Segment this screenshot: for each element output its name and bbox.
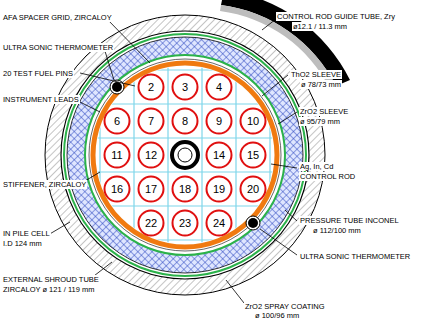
part-label: IN PILE CELL	[2, 229, 51, 238]
part-label: ø 78/73 mm	[300, 80, 342, 89]
pin-number: 10	[239, 107, 267, 135]
part-label: ULTRA SONIC THERMOMETER	[2, 43, 114, 52]
part-label: PRESSURE TUBE INCONEL	[299, 216, 400, 225]
part-label: ø12.1 / 11.3 mm	[292, 22, 348, 31]
pin-number: 7	[137, 107, 165, 135]
pin-number: 8	[171, 107, 199, 135]
pin-number: 2	[137, 73, 165, 101]
part-label: CONTROL ROD	[299, 172, 356, 181]
pin-number: 12	[137, 141, 165, 169]
pin-number: 3	[171, 73, 199, 101]
part-label: AFA SPACER GRID, ZIRCALOY	[2, 13, 113, 22]
fuel-pin: 19	[205, 175, 233, 203]
fuel-pin: 7	[137, 107, 165, 135]
part-label: ThO2 SLEEVE	[290, 70, 342, 79]
pin-number: 6	[103, 107, 131, 135]
part-label: ø 100/96 mm	[254, 311, 300, 320]
part-label: ULTRA SONIC THERMOMETER	[299, 252, 411, 261]
pin-number: 17	[137, 175, 165, 203]
fuel-pin: 23	[171, 209, 199, 237]
fuel-pin: 10	[239, 107, 267, 135]
part-label: STIFFENER, ZIRCALOY	[2, 180, 87, 189]
pin-number: 20	[239, 175, 267, 203]
fuel-pin: 9	[205, 107, 233, 135]
part-label: 20 TEST FUEL PINS	[2, 69, 74, 78]
pin-number: 9	[205, 107, 233, 135]
pin-number: 16	[103, 175, 131, 203]
part-label: INSTRUMENT LEADS	[2, 95, 80, 104]
pin-number: 15	[239, 141, 267, 169]
fuel-pin: 22	[137, 209, 165, 237]
fuel-pin: 18	[171, 175, 199, 203]
fuel-pin: 14	[205, 141, 233, 169]
pin-number: 11	[103, 141, 131, 169]
fuel-pin: 15	[239, 141, 267, 169]
part-label: I.D 124 mm	[2, 239, 43, 248]
pin-number: 4	[205, 73, 233, 101]
fuel-pin: 16	[103, 175, 131, 203]
fuel-pin: 20	[239, 175, 267, 203]
pin-number: 14	[205, 141, 233, 169]
fuel-pin: 12	[137, 141, 165, 169]
part-label: EXTERNAL SHROUD TUBE	[2, 275, 100, 284]
fuel-pin: 17	[137, 175, 165, 203]
pin-number: 22	[137, 209, 165, 237]
part-label: ø 95/79 mm	[299, 117, 341, 126]
fuel-pin: 2	[137, 73, 165, 101]
part-label: ZIRCALOY ø 121 / 119 mm	[2, 285, 95, 294]
pin-number: 19	[205, 175, 233, 203]
part-label: ZrO2 SPRAY COATING	[244, 302, 326, 311]
part-label: ø 112/100 mm	[312, 226, 362, 235]
fuel-pin: 6	[103, 107, 131, 135]
part-label: CONTROL ROD GUIDE TUBE, Zry	[276, 12, 396, 21]
fuel-pin: 11	[103, 141, 131, 169]
pin-number: 18	[171, 175, 199, 203]
fuel-pin: 4	[205, 73, 233, 101]
part-label: Ag, In, Cd	[299, 162, 334, 171]
fuel-pin: 8	[171, 107, 199, 135]
fuel-pin: 24	[205, 209, 233, 237]
part-label: ZrO2 SLEEVE	[299, 107, 349, 116]
fuel-pin: 3	[171, 73, 199, 101]
pin-number: 24	[205, 209, 233, 237]
pin-number: 23	[171, 209, 199, 237]
